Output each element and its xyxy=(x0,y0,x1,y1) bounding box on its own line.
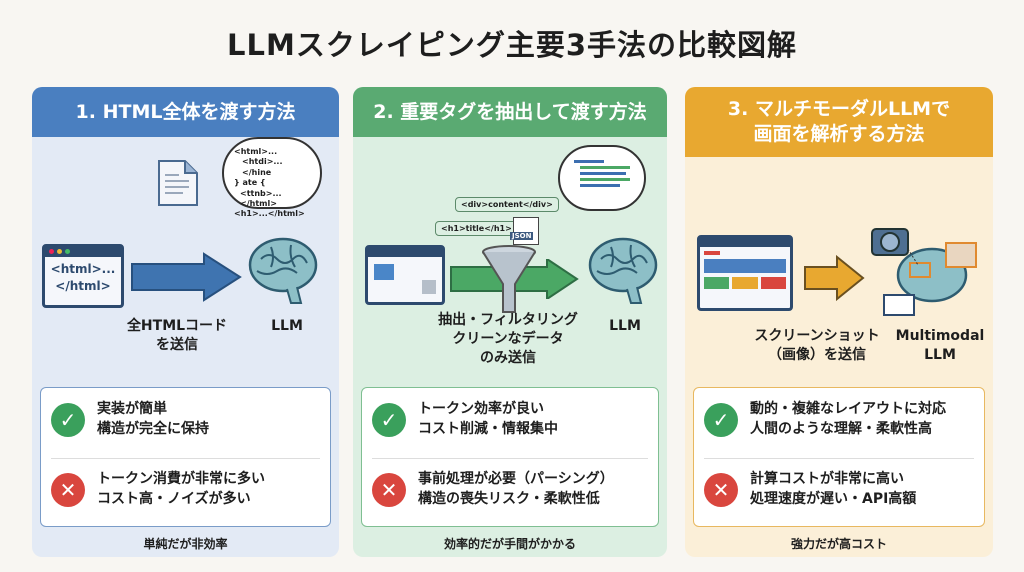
cons-row: ✕事前処理が必要（パーシング）構造の喪失リスク・柔軟性低 xyxy=(372,470,614,509)
pros-cons-box: ✓トークン効率が良いコスト削減・情報集中 ✕事前処理が必要（パーシング）構造の喪… xyxy=(361,387,659,527)
send-label: スクリーンショット（画像）を送信 xyxy=(754,328,880,363)
panel-multimodal: 3. マルチモーダルLLMで画面を解析する方法 スクリーンショット（画像）を送信… xyxy=(685,87,993,557)
pros-row: ✓トークン効率が良いコスト削減・情報集中 xyxy=(372,400,558,439)
json-file-icon: JSON xyxy=(510,217,539,245)
document-icon xyxy=(158,160,198,206)
browser-window-icon xyxy=(365,245,445,305)
summary-footer: 強力だが高コスト xyxy=(790,537,887,551)
tag-bubble: <h1>title</h1> xyxy=(435,221,518,236)
llm-label: LLM xyxy=(609,318,641,334)
pros-cons-box: ✓動的・複雑なレイアウトに対応人間のような理解・柔軟性高 ✕計算コストが非常に高… xyxy=(693,387,985,527)
page-title: LLMスクレイピング主要3手法の比較図解 xyxy=(227,28,797,62)
panel-header: 3. マルチモーダルLLMで画面を解析する方法 xyxy=(685,87,993,157)
cross-icon: ✕ xyxy=(372,472,406,507)
panel-header: 1. HTML全体を渡す方法 xyxy=(32,87,339,137)
brain-icon xyxy=(248,237,318,304)
cross-icon: ✕ xyxy=(51,472,85,507)
check-icon: ✓ xyxy=(51,402,85,437)
arrow-icon xyxy=(804,255,865,301)
multimodal-brain-icon xyxy=(871,228,977,316)
thought-cloud: <html>...<htdi>...</hine} ate {<ttnb>...… xyxy=(222,137,322,218)
pros-row: ✓実装が簡単構造が完全に保持 xyxy=(51,400,209,439)
pros-cons-box: ✓実装が簡単構造が完全に保持 ✕トークン消費が非常に多いコスト高・ノイズが多い xyxy=(40,387,331,527)
summary-footer: 効率的だが手間がかかる xyxy=(443,537,576,551)
browser-window-icon: <html>... </html> xyxy=(42,244,124,308)
cons-row: ✕計算コストが非常に高い処理速度が遅い・API高額 xyxy=(704,470,916,509)
brain-icon xyxy=(588,237,658,304)
funnel-icon xyxy=(482,245,536,313)
check-icon: ✓ xyxy=(704,402,738,437)
summary-footer: 単純だが非効率 xyxy=(143,537,228,551)
thought-cloud xyxy=(558,145,646,211)
cons-row: ✕トークン消費が非常に多いコスト高・ノイズが多い xyxy=(51,470,265,509)
code-line: </html> xyxy=(55,278,111,293)
llm-label: LLM xyxy=(271,318,303,334)
panel-tag-extract: 2. 重要タグを抽出して渡す方法 <div>content</div> <h1>… xyxy=(353,87,667,557)
code-line: <html>... xyxy=(50,262,116,276)
tag-bubble: <div>content</div> xyxy=(455,197,559,212)
panel-header: 2. 重要タグを抽出して渡す方法 xyxy=(353,87,667,137)
panel-html-full: 1. HTML全体を渡す方法 <html>... </html> <html>..… xyxy=(32,87,339,557)
arrow-icon xyxy=(131,252,242,302)
send-label: 抽出・フィルタリングクリーンなデータのみ送信 xyxy=(438,312,578,366)
send-label: 全HTMLコードを送信 xyxy=(126,318,228,353)
check-icon: ✓ xyxy=(372,402,406,437)
cross-icon: ✕ xyxy=(704,472,738,507)
browser-window-icon xyxy=(697,235,793,311)
pros-row: ✓動的・複雑なレイアウトに対応人間のような理解・柔軟性高 xyxy=(704,400,946,439)
